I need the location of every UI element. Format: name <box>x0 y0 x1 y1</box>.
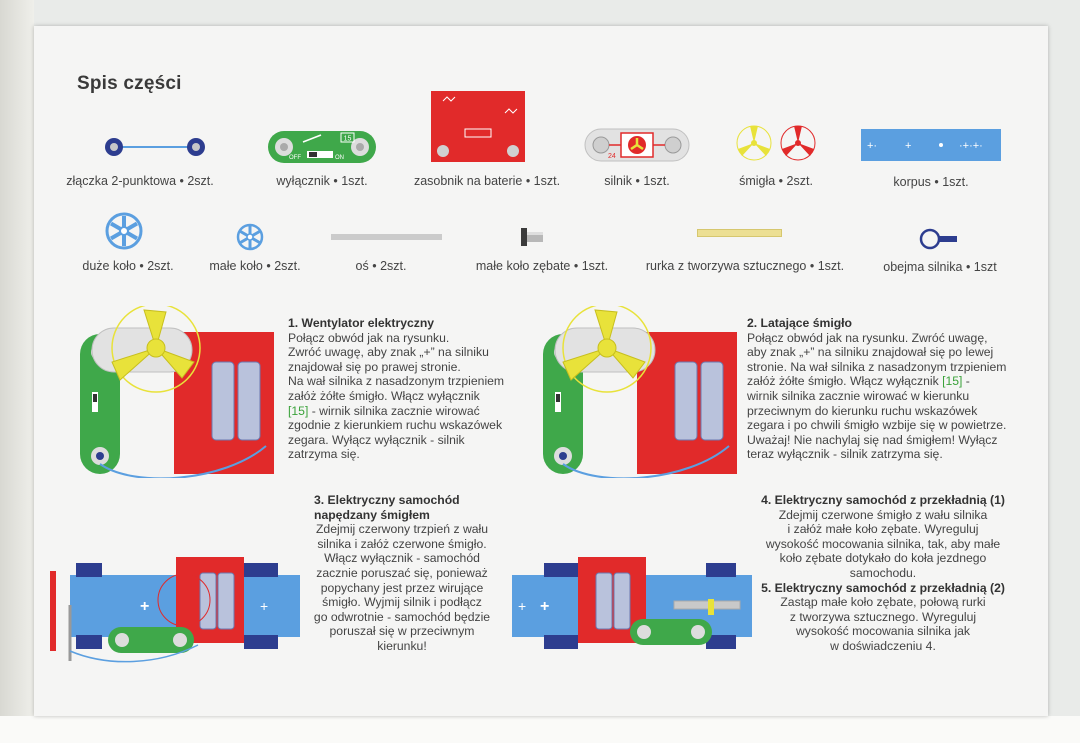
experiment-1-title: 1. Wentylator elektryczny <box>288 316 435 330</box>
small-gear-icon <box>521 228 543 246</box>
svg-text:+: + <box>260 598 268 614</box>
flying-propeller-circuit-illustration <box>543 306 737 478</box>
experiment-1: 1. Wentylator elektryczny Połącz obwód j… <box>288 316 528 462</box>
chassis-icon: +· + ·+·+· <box>861 129 1001 161</box>
svg-text:+: + <box>518 598 526 614</box>
switch-number: 15 <box>344 136 352 143</box>
page-title: Spis części <box>77 73 182 94</box>
experiment-line: samochodu. <box>849 565 917 580</box>
motor-clamp-icon <box>919 228 957 250</box>
experiment-line: znajdował się po prawej stronie. <box>288 359 461 374</box>
experiment-line: Włącz wyłącznik - samochód <box>324 551 480 566</box>
part-label: rurka z tworzywa sztucznego • 1szt. <box>645 259 845 273</box>
experiment-line: stronie. Na wał silnika z nasadzonym trz… <box>747 359 1007 374</box>
experiment-line: śmigło. Wyjmij silnik i podłącz <box>322 595 482 610</box>
geared-car-illustration: + + <box>512 557 752 649</box>
switch-ref: [15] <box>288 403 309 418</box>
part-label: silnik • 1szt. <box>604 174 670 188</box>
part-label: wyłącznik • 1szt. <box>276 174 368 188</box>
svg-text:·+·+·: ·+·+· <box>959 140 983 152</box>
experiment-line: Zdejmij czerwone śmigło z wału silnika <box>778 507 988 522</box>
experiment-line: Zwróć uwagę, aby znak „+” na silniku <box>288 345 489 360</box>
experiment-3-title: 3. Elektryczny samochód <box>314 493 460 507</box>
switch-on: ON <box>335 155 344 161</box>
large-wheel-icon <box>105 212 143 250</box>
switch-ref: [15] <box>942 374 963 389</box>
switch-icon: 15 OFF ON <box>268 131 376 163</box>
experiment-line: wirnik silnika zacznie wirować w kierunk… <box>747 388 970 403</box>
experiment-line: i załóż małe koło zębate. Wyreguluj <box>787 522 979 537</box>
experiment-line: popychany jest przez wirujące <box>320 580 484 595</box>
axle-icon <box>331 234 442 240</box>
switch-off: OFF <box>289 155 301 161</box>
experiment-line: koło zębate dotykało do koła jezdnego <box>779 551 987 566</box>
part-label: korpus • 1szt. <box>893 175 969 189</box>
experiment-line: aby znak „+” na silniku znajdował się po… <box>747 345 994 360</box>
fan-circuit-illustration <box>80 306 274 478</box>
two-point-connector-icon <box>105 138 205 156</box>
experiment-line: silnika i załóż czerwone śmigło. <box>317 536 487 551</box>
part-label: małe koło zębate • 1szt. <box>475 259 609 273</box>
experiment-line: Połącz obwód jak na rysunku. Zwróć uwagę… <box>747 330 988 345</box>
svg-text:+·: +· <box>867 140 877 152</box>
experiment-3-subtitle: napędzany śmigłem <box>314 507 430 522</box>
part-label: złączka 2-punktowa • 2szt. <box>66 174 214 188</box>
motor-icon: 24 <box>584 128 690 162</box>
experiment-line: poruszał się w przeciwnym <box>329 624 475 639</box>
experiment-line: wysokość mocowania silnika, tak, aby mał… <box>765 536 1001 551</box>
part-label: oś • 2szt. <box>355 259 407 273</box>
experiment-line: wysokość mocowania silnika jak <box>795 624 971 639</box>
experiment-line: go odwrotnie - samochód będzie <box>313 609 491 624</box>
experiment-line: załóż żółte śmigło. Włącz wyłącznik <box>288 388 480 403</box>
box-left-edge <box>0 0 34 743</box>
experiment-line: - <box>962 374 970 389</box>
experiment-line: przeciwnym do kierunku ruchu wskazówek <box>747 403 978 418</box>
plastic-tube-icon <box>697 229 782 237</box>
experiment-line: kierunku! <box>377 638 427 653</box>
propeller-icon <box>736 125 816 161</box>
experiment-line: w doświadczeniu 4. <box>830 638 936 653</box>
chassis-plus: + <box>905 140 911 152</box>
experiment-line: zegara. Wyłącz wyłącznik - silnik <box>288 432 465 447</box>
svg-text:+: + <box>140 598 149 615</box>
experiment-line: Połącz obwód jak na rysunku. <box>288 330 450 345</box>
experiment-2: 2. Latające śmigło Połącz obwód jak na r… <box>747 316 1017 462</box>
part-label: duże koło • 2szt. <box>82 259 174 273</box>
experiment-2-title: 2. Latające śmigło <box>747 316 852 330</box>
experiment-4-title: 4. Elektryczny samochód z przekładnią (1… <box>761 493 1005 507</box>
experiment-line: zatrzyma się. <box>288 447 360 462</box>
experiment-line: z tworzywa sztucznego. Wyreguluj <box>789 609 977 624</box>
part-label: obejma silnika • 1szt <box>883 260 997 274</box>
experiment-line: zegara i po chwili śmigło wzbije się w p… <box>747 418 1007 433</box>
experiment-line: - wirnik silnika zacznie wirować <box>308 403 480 418</box>
part-label: małe koło • 2szt. <box>209 259 301 273</box>
experiment-5-title: 5. Elektryczny samochód z przekładnią (2… <box>761 580 1005 595</box>
svg-text:+: + <box>540 598 549 615</box>
propeller-car-illustration: + + <box>50 557 300 663</box>
experiment-line: załóż żółte śmigło. Włącz wyłącznik <box>747 374 943 389</box>
experiment-line: teraz wyłącznik - silnik zatrzyma się. <box>747 447 943 462</box>
box-bottom-edge <box>0 716 1080 743</box>
experiment-line: Zdejmij czerwony trzpień z wału <box>315 522 489 537</box>
experiment-line: Zastąp małe koło zębate, połową rurki <box>780 595 986 610</box>
experiment-line: Uważaj! Nie nachylaj się nad śmigłem! Wy… <box>747 432 998 447</box>
experiment-3: 3. Elektryczny samochód napędzany śmigłe… <box>304 493 500 654</box>
battery-holder-icon <box>431 91 525 162</box>
experiment-line: Na wał silnika z nasadzonym trzpieniem <box>288 374 505 389</box>
experiment-line: zacznie poruszać się, ponieważ <box>316 565 488 580</box>
part-label: zasobnik na baterie • 1szt. <box>413 174 561 188</box>
experiment-line: zgodnie z kierunkiem ruchu wskazówek <box>288 418 503 433</box>
motor-number: 24 <box>608 153 616 160</box>
experiment-4: 4. Elektryczny samochód z przekładnią (1… <box>758 493 1008 654</box>
small-wheel-icon <box>236 223 264 251</box>
part-label: śmigła • 2szt. <box>739 174 813 188</box>
